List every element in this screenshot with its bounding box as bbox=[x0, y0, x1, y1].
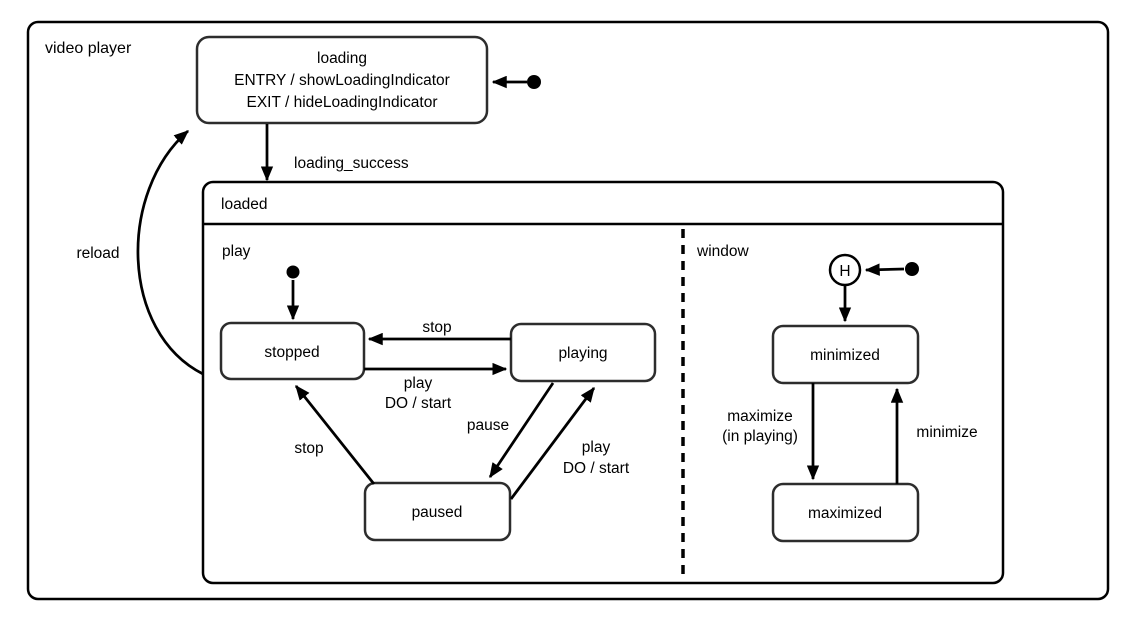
stopped-state-label: stopped bbox=[264, 344, 319, 361]
maximized-state-box bbox=[771, 482, 920, 543]
transition-paused-to-playing-action: DO / start bbox=[563, 460, 630, 477]
playing-state-box bbox=[509, 322, 657, 383]
region-window-label: window bbox=[696, 243, 749, 260]
initial-state-dot-top bbox=[527, 75, 541, 89]
transition-paused-to-stopped-label: stop bbox=[294, 440, 323, 457]
paused-state-label: paused bbox=[412, 504, 463, 521]
history-state-circle bbox=[828, 253, 862, 287]
region-play-label: play bbox=[222, 243, 251, 260]
initial-transition-arrow-window bbox=[864, 263, 905, 276]
transition-playing-to-stopped-label: stop bbox=[422, 319, 451, 336]
transition-reload-arrow bbox=[136, 129, 204, 376]
loading-entry-action-label: ENTRY / showLoadingIndicator bbox=[234, 72, 450, 89]
stopped-state-box bbox=[219, 321, 366, 381]
transition-playing-to-paused-label: pause bbox=[467, 417, 509, 434]
history-state-label: H bbox=[839, 263, 850, 280]
transition-paused-to-stopped-arrow bbox=[294, 385, 376, 485]
minimized-state-label: minimized bbox=[810, 347, 880, 364]
playing-state-label: playing bbox=[558, 345, 607, 362]
transition-loading-success-label: loading_success bbox=[294, 155, 409, 172]
loading-state-label: loading bbox=[317, 50, 367, 67]
transition-paused-to-playing-arrow bbox=[509, 386, 596, 500]
transition-stopped-to-playing-label: play bbox=[404, 375, 433, 392]
transition-paused-to-playing-label: play bbox=[582, 439, 611, 456]
transition-minimized-to-maximized-guard: (in playing) bbox=[722, 428, 798, 445]
loading-exit-action-label: EXIT / hideLoadingIndicator bbox=[246, 94, 437, 111]
initial-state-dot-play bbox=[286, 265, 300, 279]
transition-reload-label: reload bbox=[76, 245, 119, 262]
transition-stopped-to-playing-action: DO / start bbox=[385, 395, 452, 412]
transition-maximized-to-minimized-label: minimize bbox=[916, 424, 977, 441]
loaded-state-label: loaded bbox=[221, 196, 268, 213]
video-player-state-label: video player bbox=[45, 40, 132, 57]
minimized-state-box bbox=[771, 324, 920, 385]
transition-playing-to-paused-arrow bbox=[488, 382, 555, 479]
maximized-state-label: maximized bbox=[808, 505, 882, 522]
initial-state-dot-window bbox=[905, 262, 919, 276]
loading-state-box bbox=[195, 35, 489, 125]
transition-minimized-to-maximized-label: maximize bbox=[727, 408, 792, 425]
paused-state-box bbox=[363, 481, 512, 542]
